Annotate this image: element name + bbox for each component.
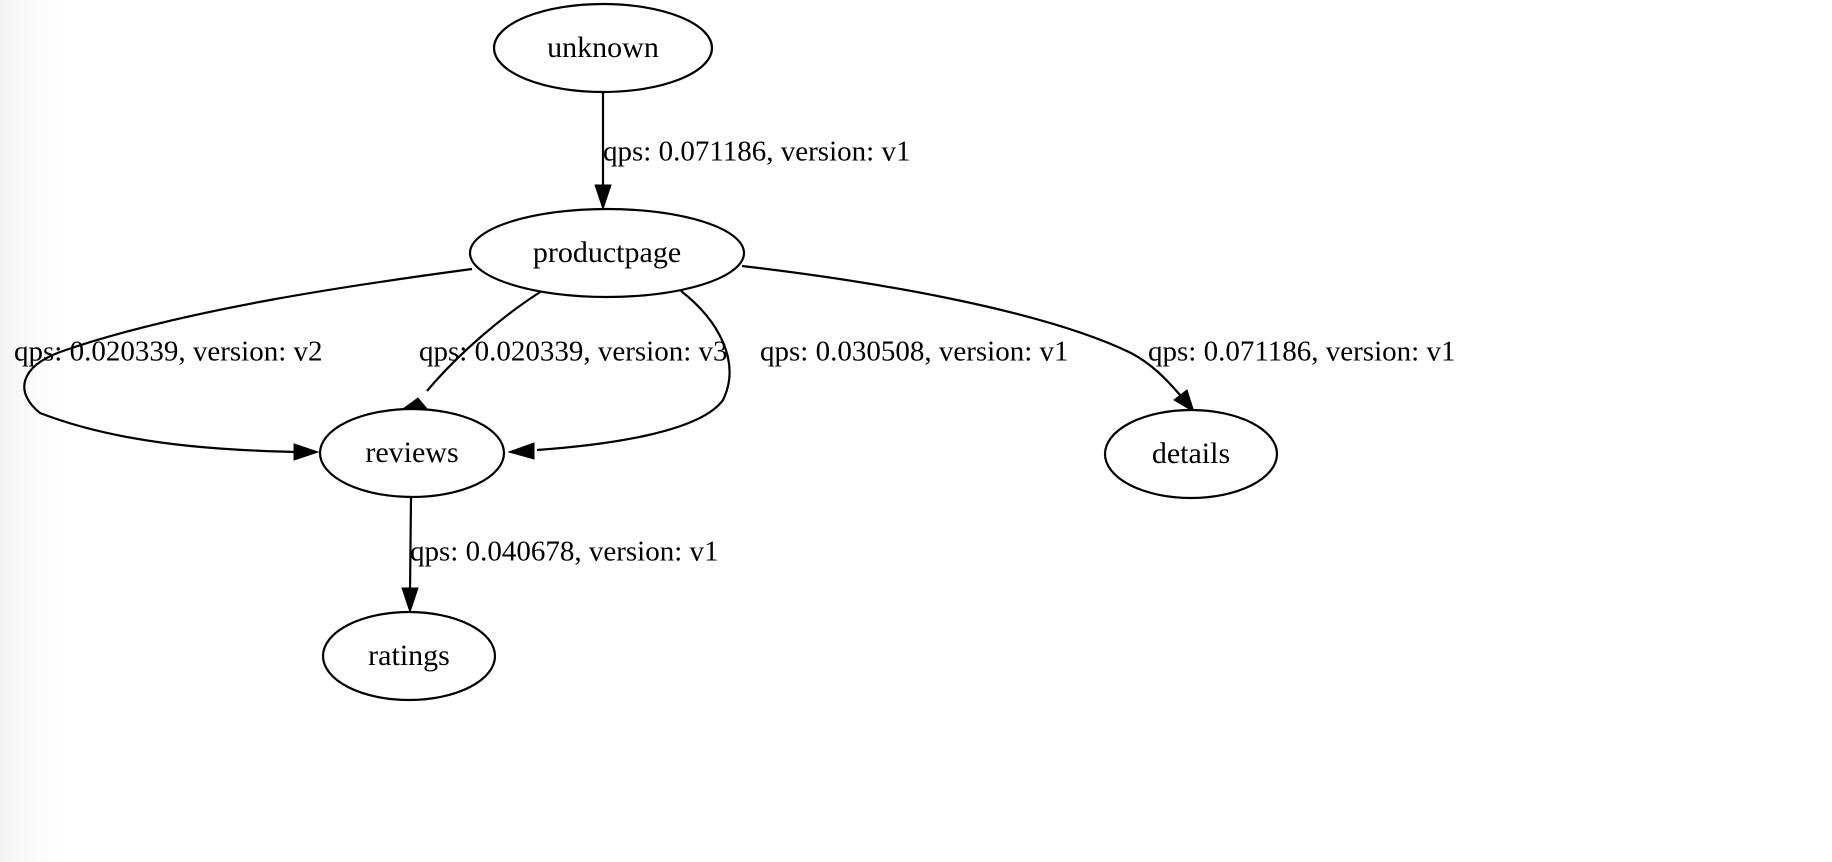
edge-label-productpage-reviews-v2: qps: 0.020339, version: v2 xyxy=(14,336,323,368)
edge-label-productpage-reviews-v3: qps: 0.020339, version: v3 xyxy=(419,336,728,368)
node-unknown[interactable]: unknown xyxy=(492,2,714,94)
edge-productpage-reviews-v1[interactable] xyxy=(507,290,731,460)
node-shape xyxy=(1103,408,1279,500)
edge-label-productpage-reviews-v1: qps: 0.030508, version: v1 xyxy=(760,336,1069,368)
edge-productpage-details-v1[interactable] xyxy=(741,264,1195,414)
arrowhead-icon xyxy=(594,184,612,211)
edge-line xyxy=(426,288,546,392)
edge-line xyxy=(408,497,413,594)
node-label: productpage xyxy=(533,236,681,269)
arrowhead-icon xyxy=(1173,389,1195,414)
arrowhead-icon xyxy=(507,442,535,460)
edge-line xyxy=(23,267,473,454)
edge-line xyxy=(536,290,731,452)
edge-line xyxy=(741,264,1181,396)
node-shape xyxy=(321,610,497,702)
node-shape xyxy=(318,407,506,499)
node-label: ratings xyxy=(368,639,450,672)
node-reviews[interactable]: reviews xyxy=(318,407,506,499)
edge-label-unknown-productpage: qps: 0.071186, version: v1 xyxy=(603,136,910,168)
edge-reviews-ratings-v1[interactable] xyxy=(401,497,419,614)
node-label: details xyxy=(1152,437,1230,470)
node-productpage[interactable]: productpage xyxy=(468,207,746,299)
edge-label-productpage-details-v1: qps: 0.071186, version: v1 xyxy=(1148,336,1455,368)
node-details[interactable]: details xyxy=(1103,408,1279,500)
edge-unknown-productpage[interactable] xyxy=(594,93,612,211)
node-shape xyxy=(468,207,746,299)
node-shape xyxy=(492,2,714,94)
node-label: unknown xyxy=(547,31,659,64)
edge-label-reviews-ratings-v1: qps: 0.040678, version: v1 xyxy=(410,536,719,568)
edge-productpage-reviews-v2[interactable] xyxy=(23,267,473,461)
node-label: reviews xyxy=(365,436,458,469)
arrowhead-icon xyxy=(401,587,419,614)
arrowhead-icon xyxy=(293,443,320,461)
node-ratings[interactable]: ratings xyxy=(321,610,497,702)
